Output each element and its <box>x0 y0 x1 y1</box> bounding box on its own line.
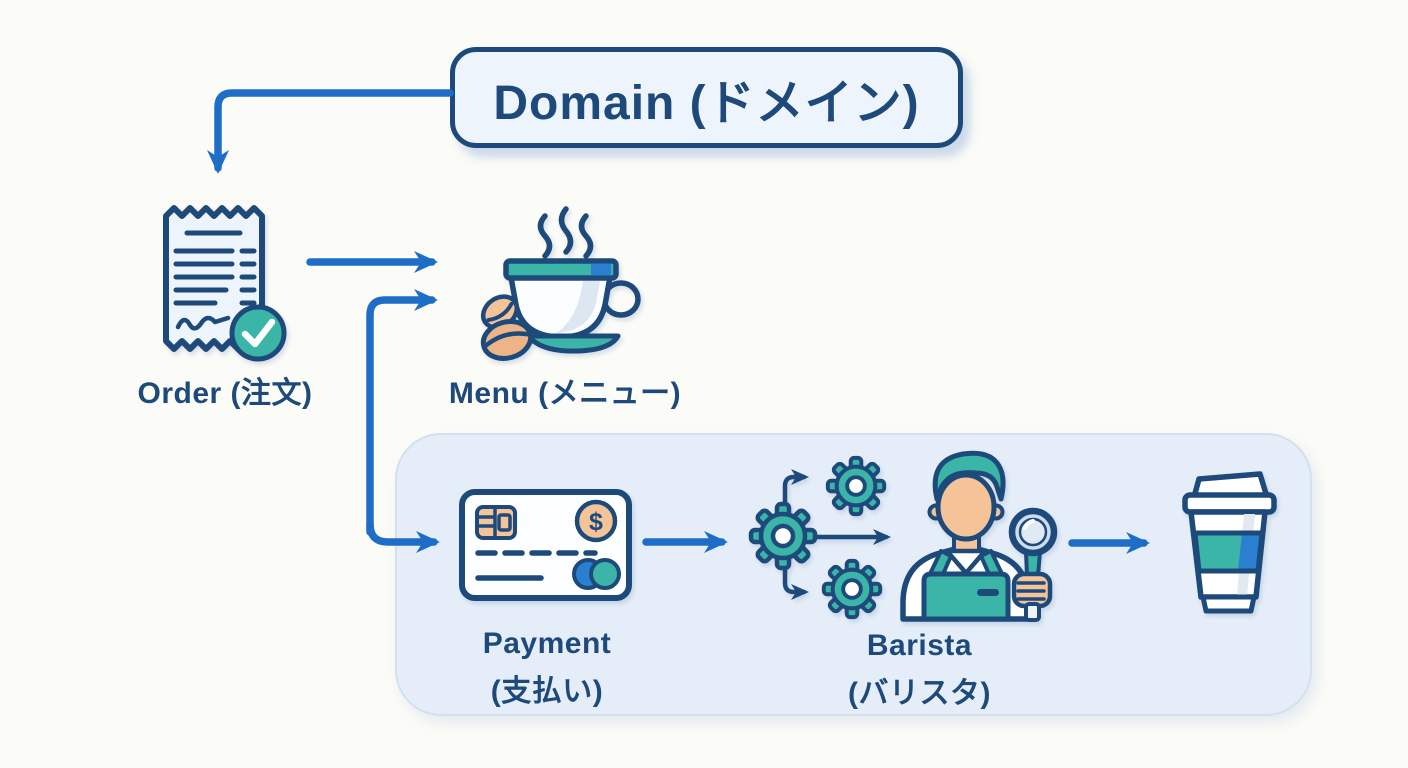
check-circle-icon <box>229 304 287 362</box>
domain-title-box: Domain (ドメイン) <box>450 47 963 148</box>
payment-label-en: Payment <box>482 627 612 660</box>
payment-label: Payment (支払い) <box>442 627 652 710</box>
saucer-icon <box>525 333 621 354</box>
barista-label: Barista (バリスタ) <box>812 629 1027 712</box>
menu-label: Menu (メニュー) <box>448 377 682 410</box>
barista-label-ja: (バリスタ) <box>848 677 991 710</box>
edge-domain-order <box>207 89 454 174</box>
coffee-beans-icon <box>480 294 534 361</box>
receipt-check-icon <box>163 205 287 362</box>
barista-label-en: Barista <box>866 629 973 662</box>
coffee-cup-saucer-icon <box>480 206 641 361</box>
order-label: Order (注文) <box>137 377 313 410</box>
domain-title: Domain (ドメイン) <box>493 76 920 130</box>
steam-icon <box>537 206 594 259</box>
payment-label-ja: (支払い) <box>490 675 604 708</box>
